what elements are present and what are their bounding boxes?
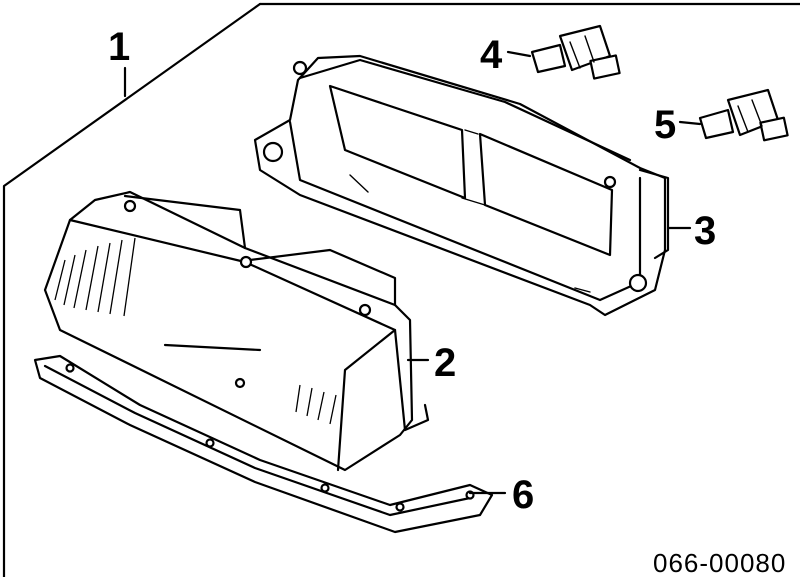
headlamp-lens-housing-icon	[43, 190, 430, 472]
headlamp-mounting-frame-icon	[253, 54, 670, 317]
callout-3: 3	[694, 209, 716, 253]
lower-trim-strip-icon	[33, 354, 494, 534]
halogen-bulb-icon	[698, 88, 789, 142]
halogen-bulb-icon	[530, 24, 621, 80]
callout-2: 2	[434, 341, 456, 385]
callout-6: 6	[512, 473, 534, 517]
leader-lines	[123, 50, 702, 495]
callout-1: 1	[108, 25, 130, 69]
callout-5: 5	[654, 103, 676, 147]
diagram-number: 066-00080	[653, 548, 786, 577]
callout-4: 4	[480, 33, 503, 77]
